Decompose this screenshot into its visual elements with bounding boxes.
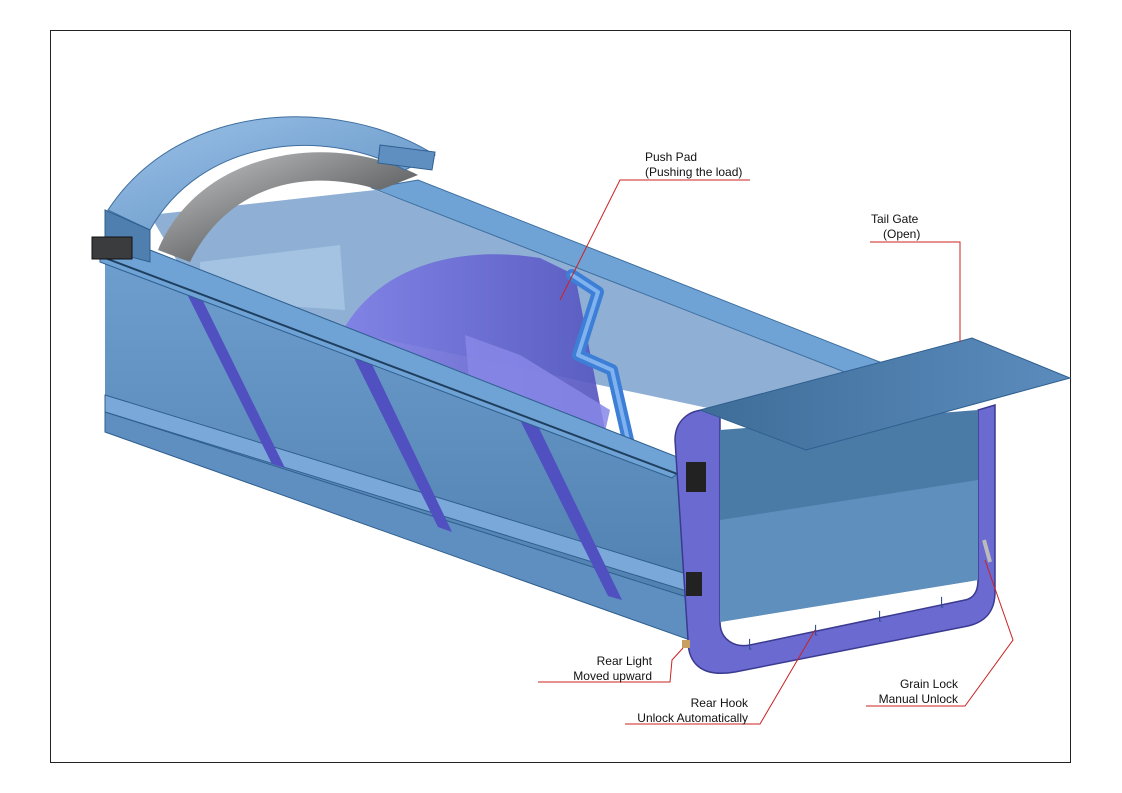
latch-icon bbox=[686, 572, 702, 596]
hook-icon: ⌊ bbox=[814, 623, 819, 637]
tail-gate bbox=[698, 337, 1072, 451]
rear-inner-floor bbox=[720, 480, 978, 622]
callout-rear-light: Rear Light Moved upward bbox=[532, 654, 652, 684]
rear-light-note: Moved upward bbox=[573, 669, 652, 683]
rear-hook-note: Unlock Automatically bbox=[637, 711, 748, 725]
push-pad-label: Push Pad bbox=[645, 150, 698, 164]
grain-lock bbox=[982, 539, 992, 563]
grain-lock-label: Grain Lock bbox=[899, 677, 958, 691]
callout-tail-gate: Tail Gate (Open) bbox=[871, 212, 920, 242]
wall-brace-3 bbox=[520, 420, 622, 600]
callout-grain-lock: Grain Lock Manual Unlock bbox=[862, 677, 958, 707]
rear-light-label: Rear Light bbox=[596, 654, 652, 668]
tail-gate-label: Tail Gate bbox=[871, 212, 919, 226]
hook-icon: ⌊ bbox=[748, 637, 753, 651]
push-pad-note: (Pushing the load) bbox=[645, 165, 743, 179]
wall-brace-1 bbox=[185, 290, 285, 468]
hook-icon: ⌊ bbox=[878, 609, 883, 623]
tail-gate-note: (Open) bbox=[883, 227, 921, 241]
hook-icon: ⌊ bbox=[940, 595, 945, 609]
leader-lines bbox=[538, 179, 1014, 725]
hinge-icon bbox=[91, 236, 133, 260]
push-pad-brace bbox=[465, 335, 610, 432]
callout-rear-hook: Rear Hook Unlock Automatically bbox=[620, 696, 748, 726]
cover-bracket bbox=[377, 144, 436, 171]
latch-icon bbox=[686, 462, 706, 492]
front-cover-gray bbox=[158, 152, 418, 262]
drawing-frame bbox=[50, 30, 1071, 763]
rear-light bbox=[682, 640, 690, 648]
rear-hook-label: Rear Hook bbox=[690, 696, 748, 710]
grain-lock-note: Manual Unlock bbox=[878, 692, 958, 706]
callout-push-pad: Push Pad (Pushing the load) bbox=[645, 150, 742, 180]
wall-brace-2 bbox=[350, 350, 452, 532]
